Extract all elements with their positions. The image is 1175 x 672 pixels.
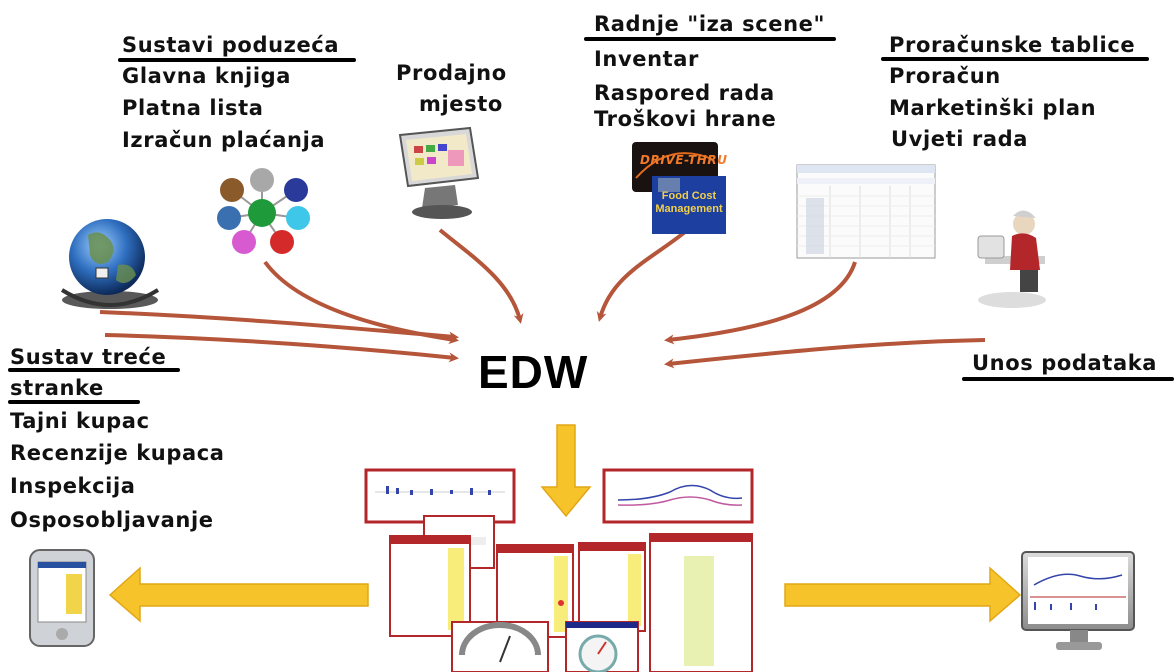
spreadsheets-underline [881, 57, 1149, 61]
company-systems-heading: Sustavi poduzeća [122, 33, 340, 57]
pos-heading-line2: mjesto [419, 92, 503, 116]
spreadsheets-heading: Proračunske tablice [889, 33, 1136, 57]
third-party-heading: Sustav treće [10, 345, 167, 369]
report-thumbnail-table-3 [578, 542, 646, 632]
behind-scenes-item: Raspored rada [594, 81, 775, 105]
pos-terminal-icon [398, 126, 480, 219]
third-party-underline-2 [8, 400, 140, 404]
behind-scenes-item: Inventar [594, 47, 700, 71]
report-thumbnail-table-4 [649, 533, 753, 672]
person-at-computer-icon [977, 210, 1046, 308]
arrow-right-yellow [784, 566, 1022, 623]
pda-icon [29, 549, 95, 647]
report-thumbnail-bar [364, 468, 516, 524]
arrow-down-yellow [540, 424, 592, 518]
spreadsheets-item: Marketinški plan [889, 96, 1097, 120]
arrow-third-party-1 [99, 310, 459, 342]
company-systems-item: Izračun plaćanja [122, 128, 326, 152]
arrow-left-yellow [108, 566, 369, 623]
arrow-company-systems [263, 260, 459, 345]
spreadsheets-item: Uvjeti rada [891, 127, 1029, 151]
gauge-thumbnail-1 [451, 621, 549, 672]
arrow-third-party-2 [104, 333, 459, 363]
company-systems-item: Platna lista [122, 96, 264, 120]
data-entry-underline [962, 377, 1174, 381]
company-systems-item: Glavna knjiga [122, 64, 292, 88]
mind-map-icon [217, 168, 310, 254]
arrow-spreadsheets [664, 261, 857, 345]
behind-scenes-heading: Radnje "iza scene" [594, 12, 826, 36]
company-systems-underline [118, 58, 356, 62]
spreadsheets-item: Proračun [889, 64, 1001, 88]
data-entry-heading: Unos podataka [972, 351, 1158, 375]
third-party-underline-1 [8, 368, 180, 372]
drive-thru-label: DRIVE-THRU [640, 153, 728, 167]
monitor-icon [1021, 551, 1135, 650]
arrow-pos [438, 228, 524, 324]
report-thumbnail-line [602, 468, 754, 524]
gauge-thumbnail-2 [565, 621, 639, 672]
third-party-item: Tajni kupac [10, 409, 150, 433]
spreadsheet-icon [796, 164, 936, 259]
pos-heading: Prodajno [396, 61, 507, 85]
food-cost-image [652, 176, 726, 234]
food-cost-label: Food Cost Management [655, 190, 723, 215]
third-party-item: Osposobljavanje [10, 508, 214, 532]
third-party-item: Inspekcija [10, 474, 136, 498]
third-party-heading-line2: stranke [10, 376, 104, 400]
third-party-item: Recenzije kupaca [10, 441, 225, 465]
behind-scenes-item: Troškovi hrane [594, 107, 777, 131]
behind-scenes-underline [584, 37, 836, 41]
arrow-data-entry [664, 338, 986, 369]
arrow-behind-scenes [596, 230, 687, 322]
report-thumbnail-table-1 [389, 535, 471, 637]
globe-icon [60, 219, 160, 309]
edw-label: EDW [478, 346, 589, 398]
